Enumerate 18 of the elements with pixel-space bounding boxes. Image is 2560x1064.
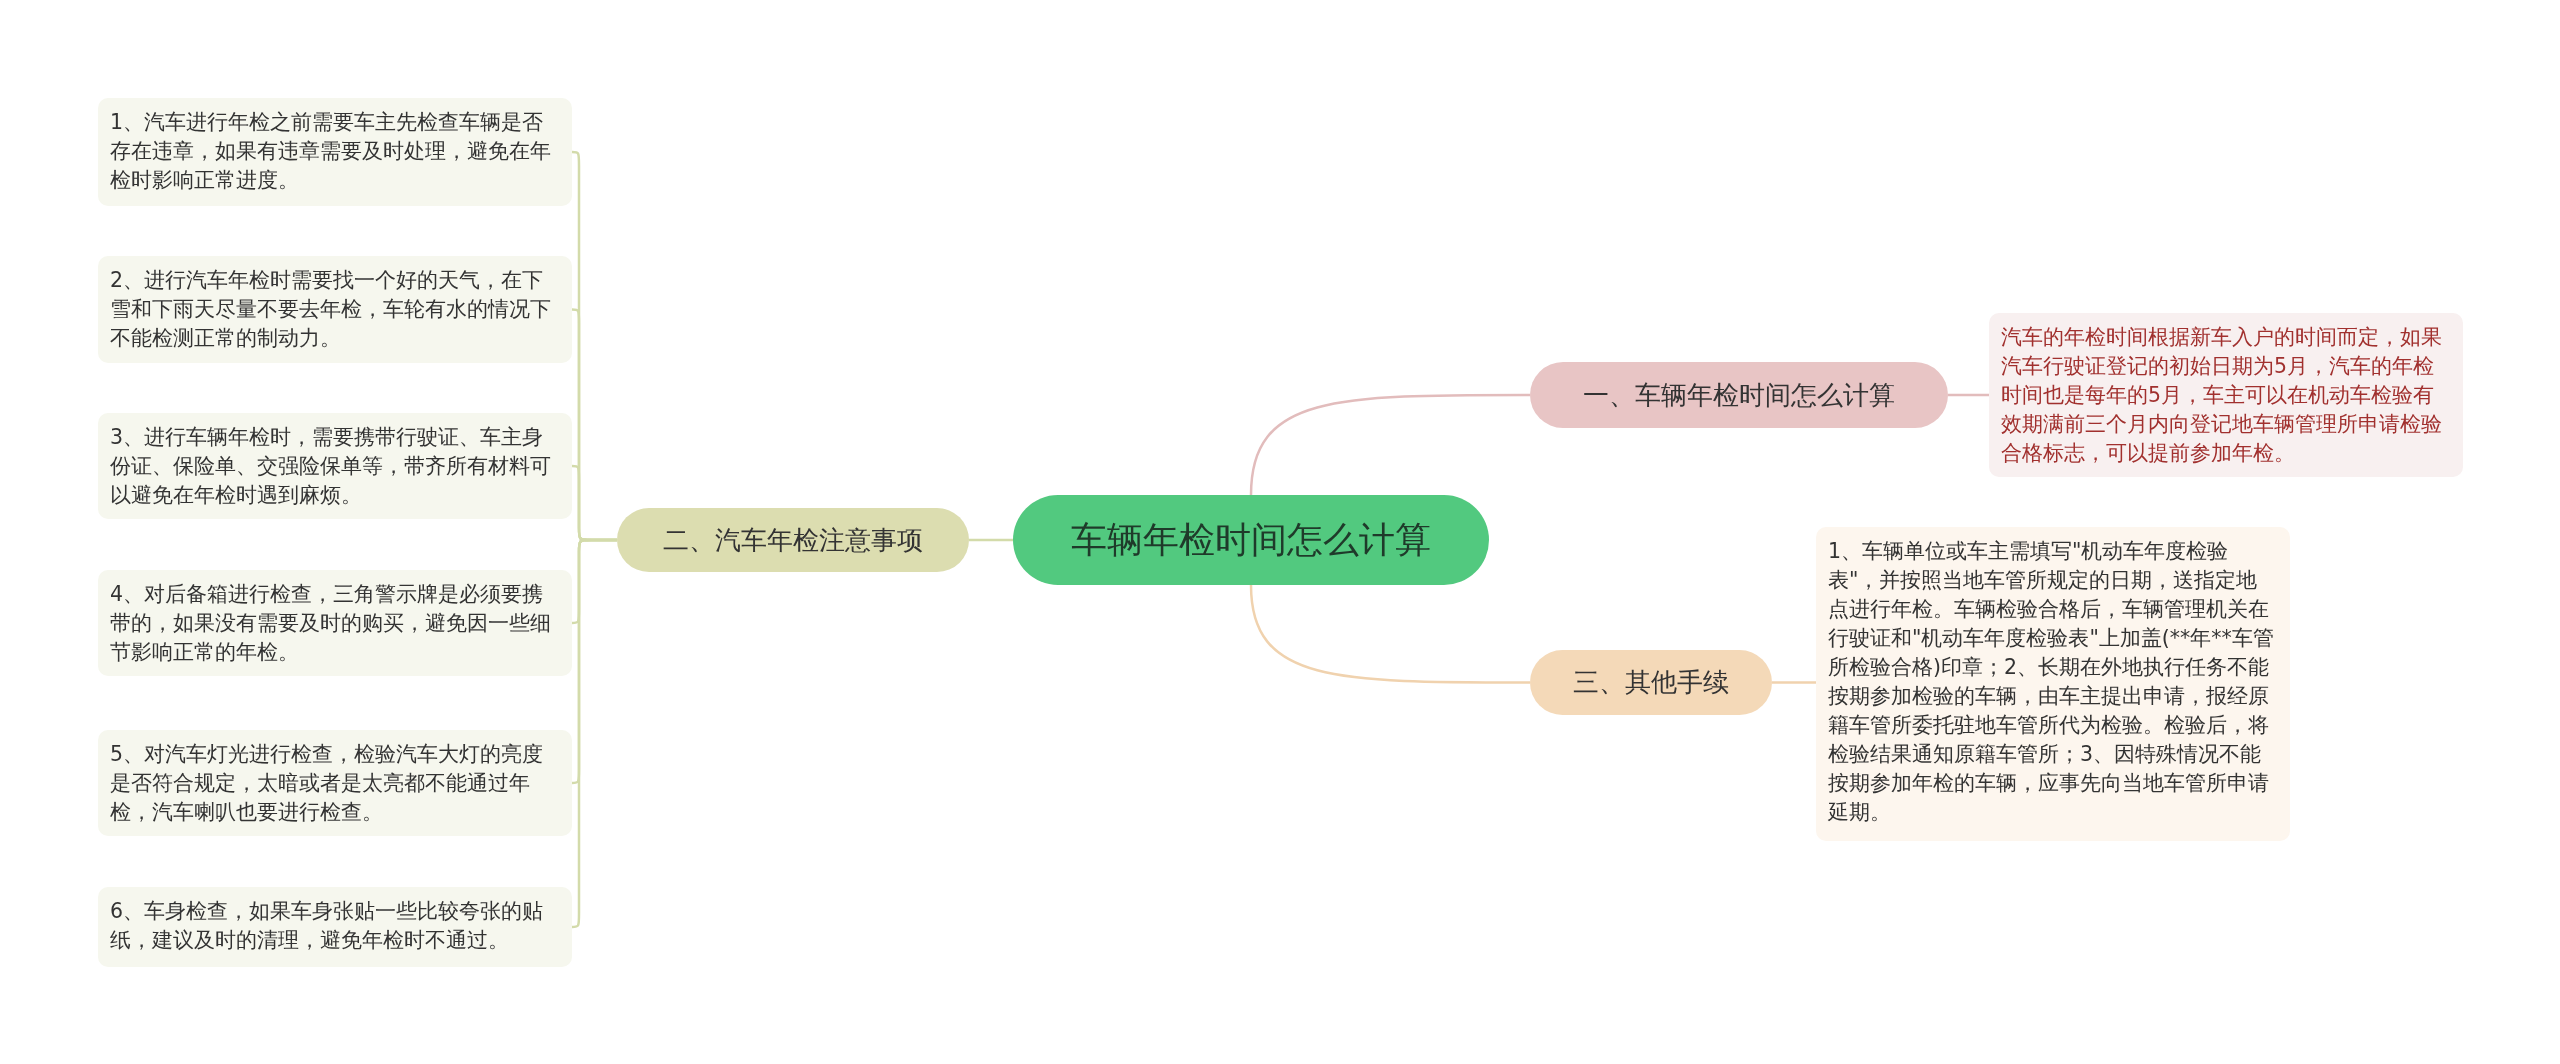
note-box: 汽车的年检时间根据新车入户的时间而定，如果汽车行驶证登记的初始日期为5月，汽车的年检时间也是每年的5月，车主可以在机动车检验有效期满前三个月内向登记地车辆管理所申请检验合格标志，可以提前参加年检。 bbox=[1989, 313, 2463, 477]
note-box: 4、对后备箱进行检查，三角警示牌是必须要携带的，如果没有需要及时的购买，避免因一些细节影响正常的年检。 bbox=[98, 570, 572, 676]
topic-box: 一、车辆年检时间怎么计算 bbox=[1530, 362, 1948, 428]
topic-box: 三、其他手续 bbox=[1530, 650, 1772, 715]
central-topic: 车辆年检时间怎么计算 bbox=[1013, 495, 1489, 585]
note-box: 6、车身检查，如果车身张贴一些比较夸张的贴纸，建议及时的清理，避免年检时不通过。 bbox=[98, 887, 572, 967]
note-box: 2、进行汽车年检时需要找一个好的天气，在下雪和下雨天尽量不要去年检，车轮有水的情况下不能检测正常的制动力。 bbox=[98, 256, 572, 363]
connector-line bbox=[969, 538, 1013, 542]
connector-line bbox=[1249, 393, 1530, 496]
connector-line bbox=[1249, 584, 1530, 684]
connector-line bbox=[571, 538, 617, 929]
note-box: 5、对汽车灯光进行检查，检验汽车大灯的亮度是否符合规定，太暗或者是太亮都不能通过年检，汽车喇叭也要进行检查。 bbox=[98, 730, 572, 836]
topic-box: 二、汽车年检注意事项 bbox=[617, 508, 969, 572]
connector-line bbox=[1772, 681, 1816, 684]
connector-line bbox=[1948, 393, 1989, 397]
note-box: 3、进行车辆年检时，需要携带行驶证、车主身份证、保险单、交强险保单等，带齐所有材料可以避免在年检时遇到麻烦。 bbox=[98, 413, 572, 519]
note-box: 1、汽车进行年检之前需要车主先检查车辆是否存在违章，如果有违章需要及时处理，避免在年检时影响正常进度。 bbox=[98, 98, 572, 206]
note-box: 1、车辆单位或车主需填写"机动车年度检验表"，并按照当地车管所规定的日期，送指定地点进行年检。车辆检验合格后，车辆管理机关在行驶证和"机动车年度检验表"上加盖(**年**车管所检验合格)印章；2、长期在外地执行任务不能按期参加检验的车辆，由车主提出申请，报经原籍车管所委托驻地车管所代为检验。检验后，将检验结果通知原籍车管所；3、因特殊情况不能按期参加年检的车辆，应事先向当地车管所申请延期。 bbox=[1816, 527, 2290, 841]
